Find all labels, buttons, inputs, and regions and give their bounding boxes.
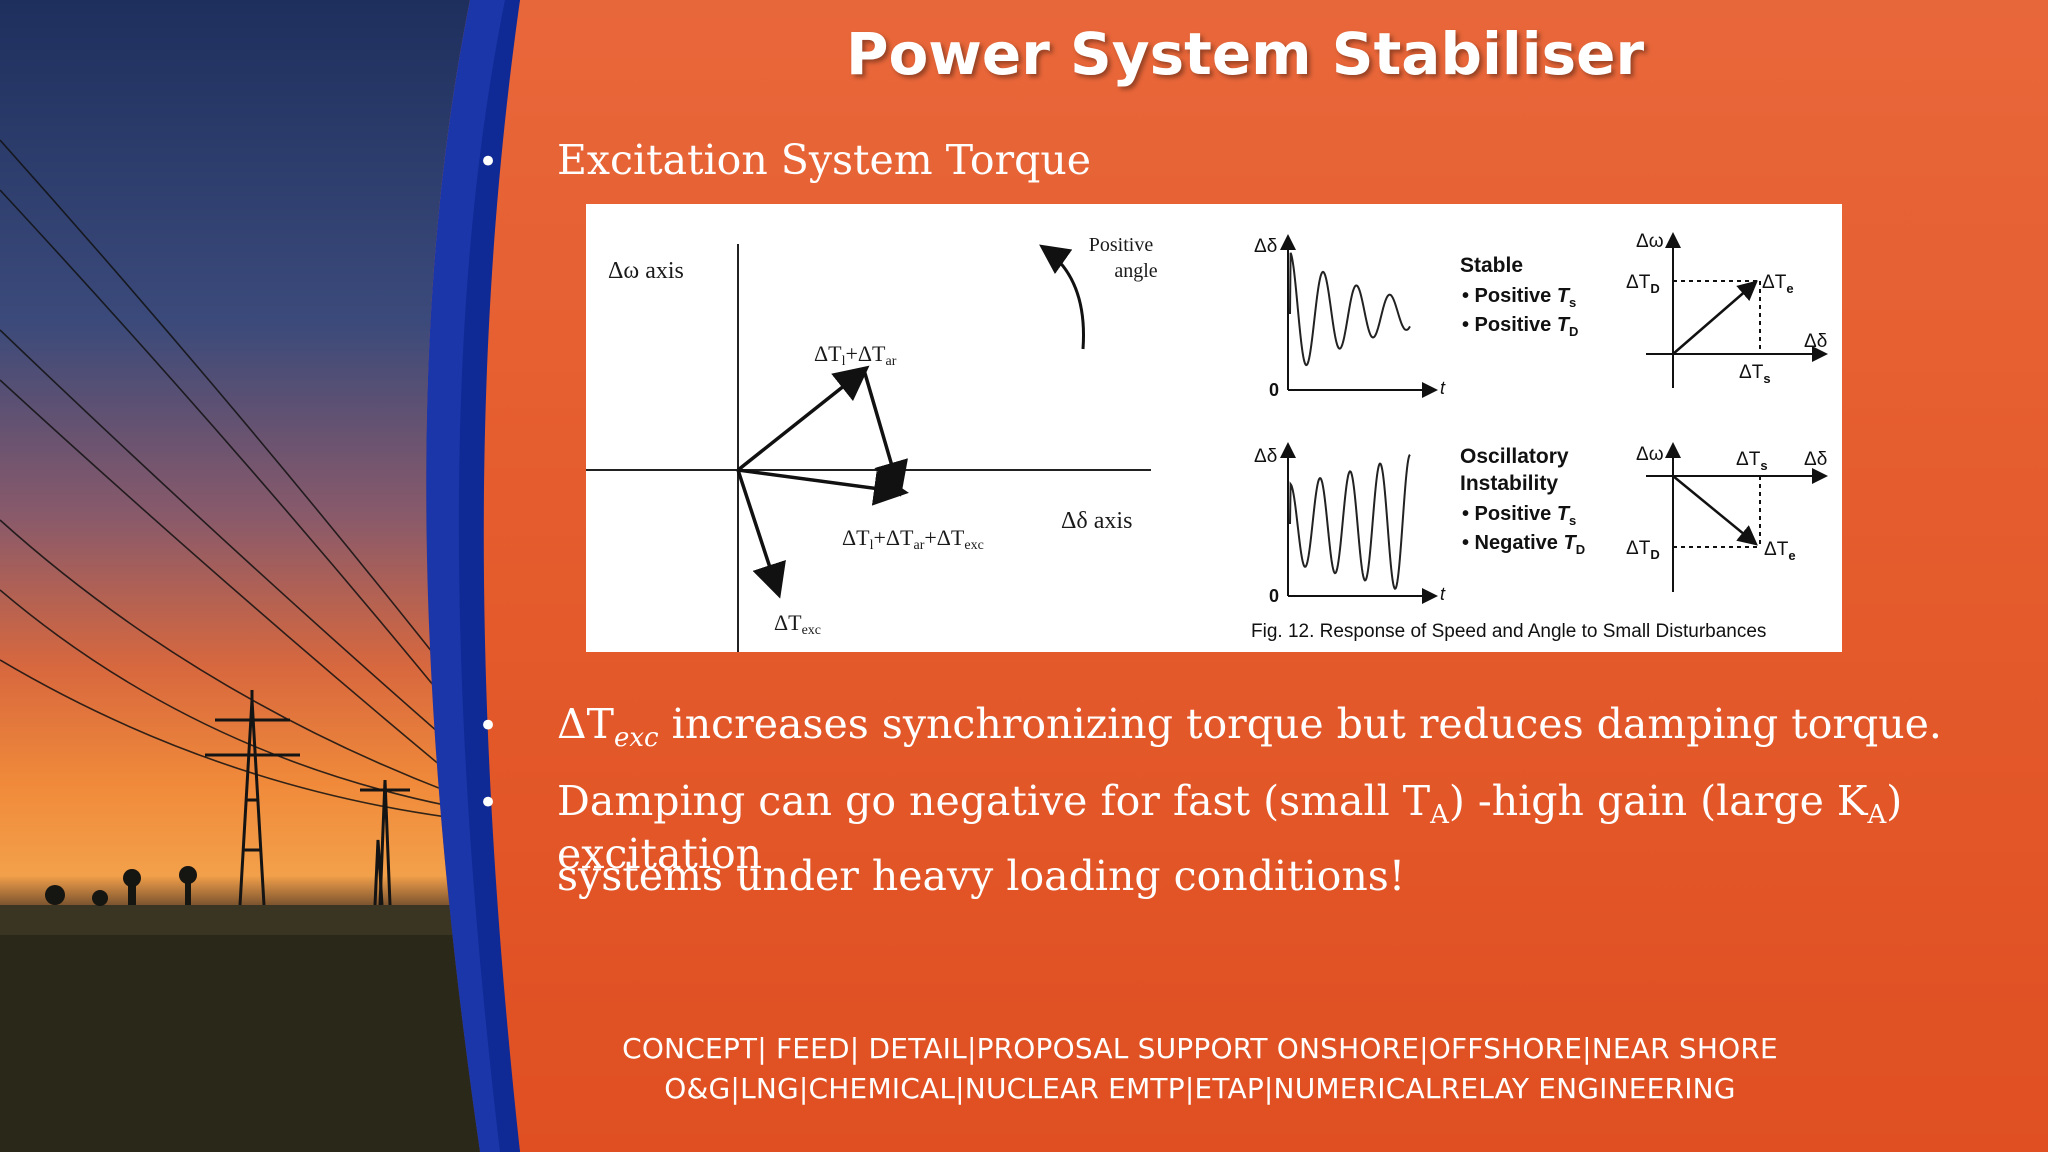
positive-angle-label-1: Positive [1089,234,1154,256]
stable-dw-label: Δω [1636,231,1664,252]
dw-axis-label: Δω axis [608,258,684,284]
positive-angle-arrow [1039,244,1086,350]
figure-12: Δδ 0 t Stable • Positive Ts • Positive T… [1251,231,1828,642]
phasor-tl-tar [736,365,870,472]
unstable-heading-2: Instability [1460,472,1558,495]
texc-effect-text: increases synchronizing torque but reduc… [658,700,1942,748]
unstable-ts-label: ΔTs [1736,449,1768,473]
unstable-item-td: • Negative TD [1462,532,1585,557]
unstable-dd-label: Δδ [1254,446,1277,467]
texc-symbol: ΔT [557,700,614,748]
unstable-te-label: ΔTe [1764,539,1796,563]
unstable-phasor-dd-label: Δδ [1804,449,1827,470]
bullet-excitation-torque: Excitation System Torque [557,136,1092,184]
unstable-heading-1: Oscillatory [1460,445,1569,468]
unstable-item-ts: • Positive Ts [1462,503,1576,528]
phasor-diagram-panel: Δω axis Δδ axis Positive angle ΔTl+ΔTar … [586,204,1226,652]
stable-te-label: ΔTe [1762,272,1794,296]
stable-td-label: ΔTD [1626,272,1660,296]
stable-item-ts: • Positive Ts [1462,285,1576,310]
unstable-td-label: ΔTD [1626,538,1660,562]
stable-te-arrow [1672,280,1758,355]
stable-origin-label: 0 [1269,380,1279,400]
ka-subscript: A [1867,800,1887,830]
bullet-negative-damping-line2: systems under heavy loading conditions! [557,852,1406,900]
positive-angle-label-2: angle [1114,260,1157,282]
damping-text-1: Damping can go negative for fast (small … [557,777,1431,825]
dd-axis-label: Δδ axis [1061,508,1132,534]
unstable-t-label: t [1440,584,1446,604]
stable-ts-label: ΔTs [1739,362,1771,386]
stable-heading: Stable [1460,254,1523,277]
bullet-negative-damping: Damping can go negative for fast (small … [557,777,2048,878]
stable-dd-label: Δδ [1254,236,1277,257]
unstable-dw-label: Δω [1636,444,1664,465]
stable-item-td: • Positive TD [1462,314,1578,339]
footer-industries: O&G|LNG|CHEMICAL|NUCLEAR EMTP|ETAP|NUMER… [664,1072,1736,1105]
footer-services: CONCEPT| FEED| DETAIL|PROPOSAL SUPPORT O… [622,1032,1778,1065]
stable-phasor-dd-label: Δδ [1804,331,1827,352]
stable-response-curve [1289,252,1411,367]
bullet-texc-effect: ΔTexc increases synchronizing torque but… [557,700,1942,753]
figure-12-panel: Δδ 0 t Stable • Positive Ts • Positive T… [1226,204,1842,652]
unstable-response-curve [1289,454,1411,590]
label-total: ΔTl+ΔTar+ΔTexc [842,525,984,553]
label-tl-tar: ΔTl+ΔTar [814,341,897,369]
phasor-total [737,468,909,506]
bullet-dot: • [478,706,499,746]
bullet-dot: • [478,783,499,823]
label-texc: ΔTexc [774,610,821,638]
unstable-origin-label: 0 [1269,586,1279,606]
unstable-te-arrow [1672,475,1758,546]
damping-text-2: ) -high gain (large K [1448,777,1868,825]
damping-text-3: ) excitation [557,777,1903,878]
figure-caption: Fig. 12. Response of Speed and Angle to … [1251,621,1766,642]
slide-title: Power System Stabiliser [845,20,1645,88]
texc-subscript: exc [613,723,659,753]
stable-t-label: t [1440,378,1446,398]
phasor-connector [862,369,908,497]
phasor-texc [736,469,786,599]
ta-subscript: A [1430,800,1449,830]
bullet-dot: • [478,142,499,182]
phasor-diagram: Δω axis Δδ axis Positive angle ΔTl+ΔTar … [586,234,1158,652]
